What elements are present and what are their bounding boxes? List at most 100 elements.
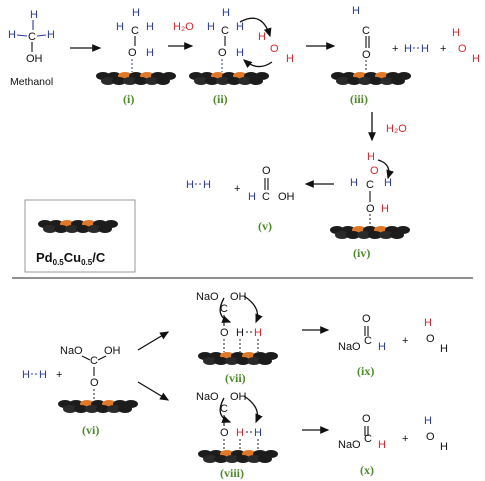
svg-text:NaO: NaO: [338, 341, 361, 353]
svg-text:O: O: [128, 47, 137, 59]
svg-text:O: O: [362, 413, 371, 425]
state-vii: NaO C OH O H H (vii): [196, 291, 278, 385]
label-v: (v): [258, 219, 272, 233]
state-ii: H H H C O H H O H (ii): [189, 7, 294, 106]
label-vi: (vi): [82, 423, 99, 437]
svg-text:H: H: [452, 27, 460, 39]
svg-text:H₂O: H₂O: [386, 123, 407, 135]
svg-text:H: H: [350, 177, 358, 189]
svg-text:C: C: [364, 433, 372, 445]
svg-text:H: H: [203, 179, 211, 191]
state-v: O H C OH (v): [248, 165, 295, 233]
svg-text:O: O: [220, 327, 229, 339]
svg-text:O: O: [370, 165, 379, 177]
svg-text:C: C: [362, 25, 370, 37]
svg-text:+: +: [402, 335, 408, 347]
state-viii: NaO C OH O H H (viii): [196, 391, 278, 480]
svg-text:H: H: [378, 341, 386, 353]
svg-text:H: H: [472, 53, 480, 65]
svg-text:O: O: [362, 49, 371, 61]
catalyst-formula: Pd0.5Cu0.5/C: [36, 250, 106, 267]
svg-text:H: H: [367, 151, 375, 163]
svg-text:O: O: [426, 431, 435, 443]
svg-text:H: H: [146, 47, 154, 59]
svg-text:H: H: [236, 21, 244, 33]
svg-text:O: O: [366, 203, 375, 215]
svg-text:OH: OH: [278, 191, 295, 203]
svg-text:H: H: [207, 21, 215, 33]
svg-text:H: H: [116, 21, 124, 33]
state-x: O NaO C H (x): [338, 413, 386, 477]
svg-text:+: +: [402, 433, 408, 445]
svg-text:H: H: [440, 441, 448, 453]
svg-text:H: H: [258, 31, 266, 43]
svg-text:H: H: [22, 369, 30, 381]
svg-text:H: H: [47, 29, 55, 41]
svg-text:O: O: [458, 43, 467, 55]
svg-text:H: H: [39, 369, 47, 381]
state-i: H H H C O H (i): [96, 7, 176, 106]
svg-text:O: O: [90, 377, 99, 389]
svg-text:H: H: [440, 343, 448, 355]
label-ix: (ix): [357, 364, 374, 378]
state-ix: O NaO C H (ix): [338, 313, 386, 378]
svg-text:H: H: [378, 439, 386, 451]
methanol-label: Methanol: [10, 76, 53, 88]
state-iv: H O H C H O H (iv): [330, 151, 410, 260]
label-iii: (iii): [350, 92, 368, 106]
svg-text:C: C: [364, 335, 372, 347]
svg-text:+: +: [440, 43, 446, 55]
svg-text:H: H: [352, 5, 360, 17]
svg-text:H: H: [424, 415, 432, 427]
svg-text:O: O: [262, 165, 271, 177]
svg-text:O: O: [426, 333, 435, 345]
svg-text:H: H: [384, 177, 392, 189]
svg-text:H: H: [286, 53, 294, 65]
svg-text:H: H: [254, 427, 262, 439]
svg-text:NaO: NaO: [338, 439, 361, 451]
label-viii: (viii): [220, 466, 244, 480]
svg-text:C: C: [28, 31, 36, 43]
svg-text:H: H: [236, 327, 244, 339]
svg-text:H: H: [186, 179, 194, 191]
svg-text:O: O: [270, 43, 279, 55]
svg-text:C: C: [90, 355, 98, 367]
state-iii: H C O (iii): [331, 5, 411, 106]
svg-text:NaO: NaO: [196, 291, 219, 303]
svg-text:+: +: [56, 369, 62, 381]
svg-text:NaO: NaO: [60, 345, 83, 357]
label-iv: (iv): [353, 246, 370, 260]
svg-text:C: C: [262, 191, 270, 203]
svg-text:H: H: [404, 43, 412, 55]
svg-text:OH: OH: [230, 391, 247, 403]
svg-text:OH: OH: [104, 345, 121, 357]
svg-text:OH: OH: [230, 291, 247, 303]
label-i: (i): [123, 92, 134, 106]
svg-text:H: H: [254, 327, 262, 339]
svg-text:H: H: [222, 7, 230, 19]
svg-text:H: H: [381, 203, 389, 215]
svg-text:C: C: [366, 179, 374, 191]
label-x: (x): [360, 463, 374, 477]
svg-text:C: C: [220, 303, 228, 315]
svg-text:H: H: [30, 9, 38, 21]
water-label: H₂O: [173, 21, 194, 33]
svg-text:O: O: [362, 313, 371, 325]
svg-text:H: H: [424, 317, 432, 329]
svg-text:OH: OH: [26, 53, 43, 65]
svg-text:C: C: [221, 25, 229, 37]
svg-text:H: H: [421, 43, 429, 55]
svg-text:H: H: [132, 7, 140, 19]
svg-text:H: H: [248, 191, 256, 203]
label-ii: (ii): [213, 92, 228, 106]
svg-text:+: +: [234, 183, 240, 195]
svg-text:H: H: [8, 29, 16, 41]
catalyst-legend: Pd0.5Cu0.5/C: [24, 199, 136, 273]
methanol-molecule: H H H C OH Methanol: [8, 9, 55, 88]
state-vi: NaO C OH O (vi): [58, 345, 138, 437]
label-vii: (vii): [225, 371, 246, 385]
svg-text:C: C: [131, 25, 139, 37]
svg-text:NaO: NaO: [196, 391, 219, 403]
svg-text:O: O: [220, 427, 229, 439]
